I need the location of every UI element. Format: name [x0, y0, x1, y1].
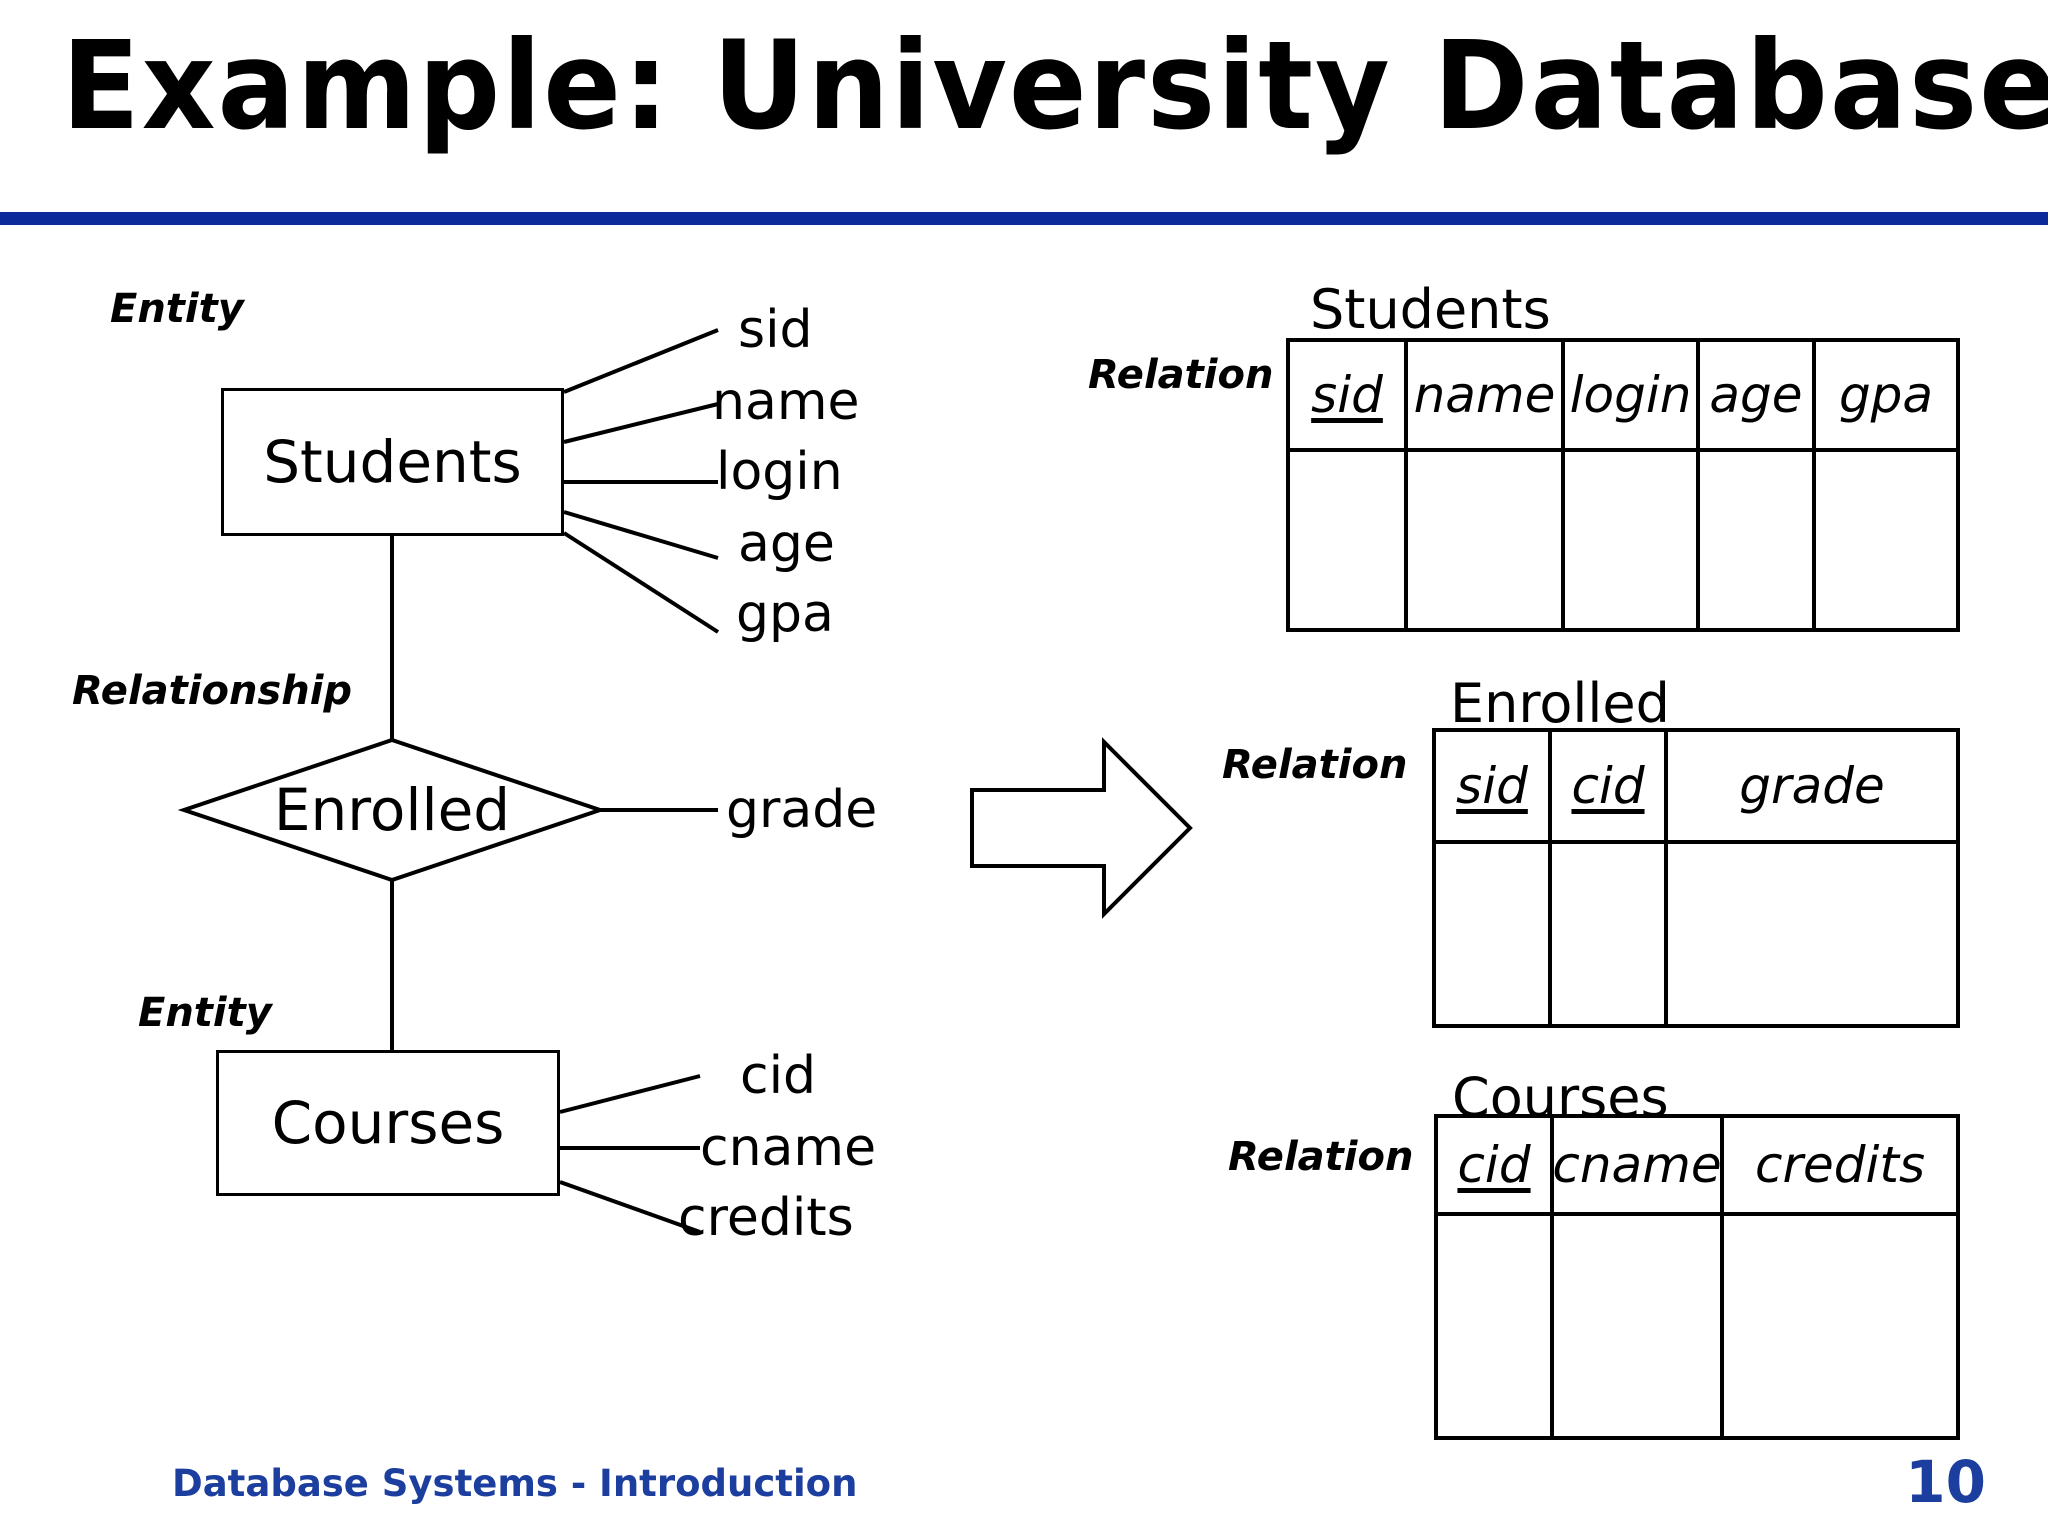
- table-row[interactable]: [1438, 1216, 1956, 1436]
- column-header-gpa: gpa: [1838, 366, 1934, 424]
- annotation-relationship: Relationship: [72, 668, 353, 714]
- column-header-age: age: [1700, 342, 1816, 448]
- annotation-relation-enrolled: Relation: [1222, 742, 1408, 788]
- entity-courses-box[interactable]: Courses: [216, 1050, 560, 1196]
- column-header-grade: grade: [1739, 757, 1885, 815]
- table-cell[interactable]: [1700, 452, 1816, 628]
- relation-students-caption: Students: [1310, 278, 1551, 341]
- table-header-row: sid name login age gpa: [1290, 342, 1956, 452]
- column-header-sid: sid: [1290, 342, 1408, 448]
- column-header-login: login: [1565, 342, 1700, 448]
- relationship-enrolled[interactable]: Enrolled: [184, 740, 600, 880]
- table-cell[interactable]: [1290, 452, 1408, 628]
- table-header-row: sid cid grade: [1436, 732, 1956, 844]
- table-cell[interactable]: [1724, 1216, 1956, 1436]
- attribute-cid: cid: [740, 1046, 817, 1106]
- table-cell[interactable]: [1436, 844, 1552, 1024]
- attribute-cname: cname: [700, 1118, 877, 1178]
- annotation-relation-courses: Relation: [1228, 1134, 1414, 1180]
- relationship-enrolled-label: Enrolled: [273, 776, 511, 844]
- page-title: Example: University Database: [61, 15, 2048, 157]
- column-header-sid: sid: [1436, 732, 1552, 840]
- translation-arrow-shape: [970, 737, 1193, 919]
- column-header-name: name: [1408, 342, 1565, 448]
- relation-enrolled-caption: Enrolled: [1450, 672, 1670, 735]
- annotation-relation-students: Relation: [1088, 352, 1274, 398]
- attribute-name: name: [712, 372, 860, 432]
- title-divider: [0, 212, 2048, 225]
- attribute-sid: sid: [738, 300, 813, 360]
- column-header-cname: cname: [1554, 1118, 1724, 1212]
- attribute-grade: grade: [726, 780, 878, 840]
- table-cell[interactable]: [1565, 452, 1700, 628]
- entity-students-box[interactable]: Students: [221, 388, 564, 536]
- entity-courses-label: Courses: [271, 1089, 505, 1157]
- attribute-credits: credits: [678, 1188, 854, 1248]
- table-row[interactable]: [1436, 844, 1956, 1024]
- page-number: 10: [1905, 1448, 1986, 1516]
- attribute-age: age: [738, 514, 835, 574]
- table-cell[interactable]: [1408, 452, 1565, 628]
- footer-label: Database Systems - Introduction: [172, 1462, 858, 1505]
- table-cell[interactable]: [1554, 1216, 1724, 1436]
- table-cell[interactable]: [1552, 844, 1668, 1024]
- table-cell[interactable]: [1816, 452, 1956, 628]
- table-header-row: cid cname credits: [1438, 1118, 1956, 1216]
- relation-enrolled-table[interactable]: sid cid grade: [1432, 728, 1960, 1028]
- entity-students-label: Students: [263, 428, 522, 496]
- table-row[interactable]: [1290, 452, 1956, 628]
- attribute-gpa: gpa: [736, 584, 834, 644]
- attribute-login: login: [716, 442, 843, 502]
- column-header-credits: credits: [1754, 1136, 1926, 1194]
- relation-courses-table[interactable]: cid cname credits: [1434, 1114, 1960, 1440]
- table-cell[interactable]: [1438, 1216, 1554, 1436]
- annotation-entity-bottom: Entity: [138, 990, 272, 1036]
- column-header-cid: cid: [1438, 1118, 1554, 1212]
- annotation-entity-top: Entity: [110, 286, 244, 332]
- table-cell[interactable]: [1668, 844, 1956, 1024]
- relation-students-table[interactable]: sid name login age gpa: [1286, 338, 1960, 632]
- column-header-cid: cid: [1552, 732, 1668, 840]
